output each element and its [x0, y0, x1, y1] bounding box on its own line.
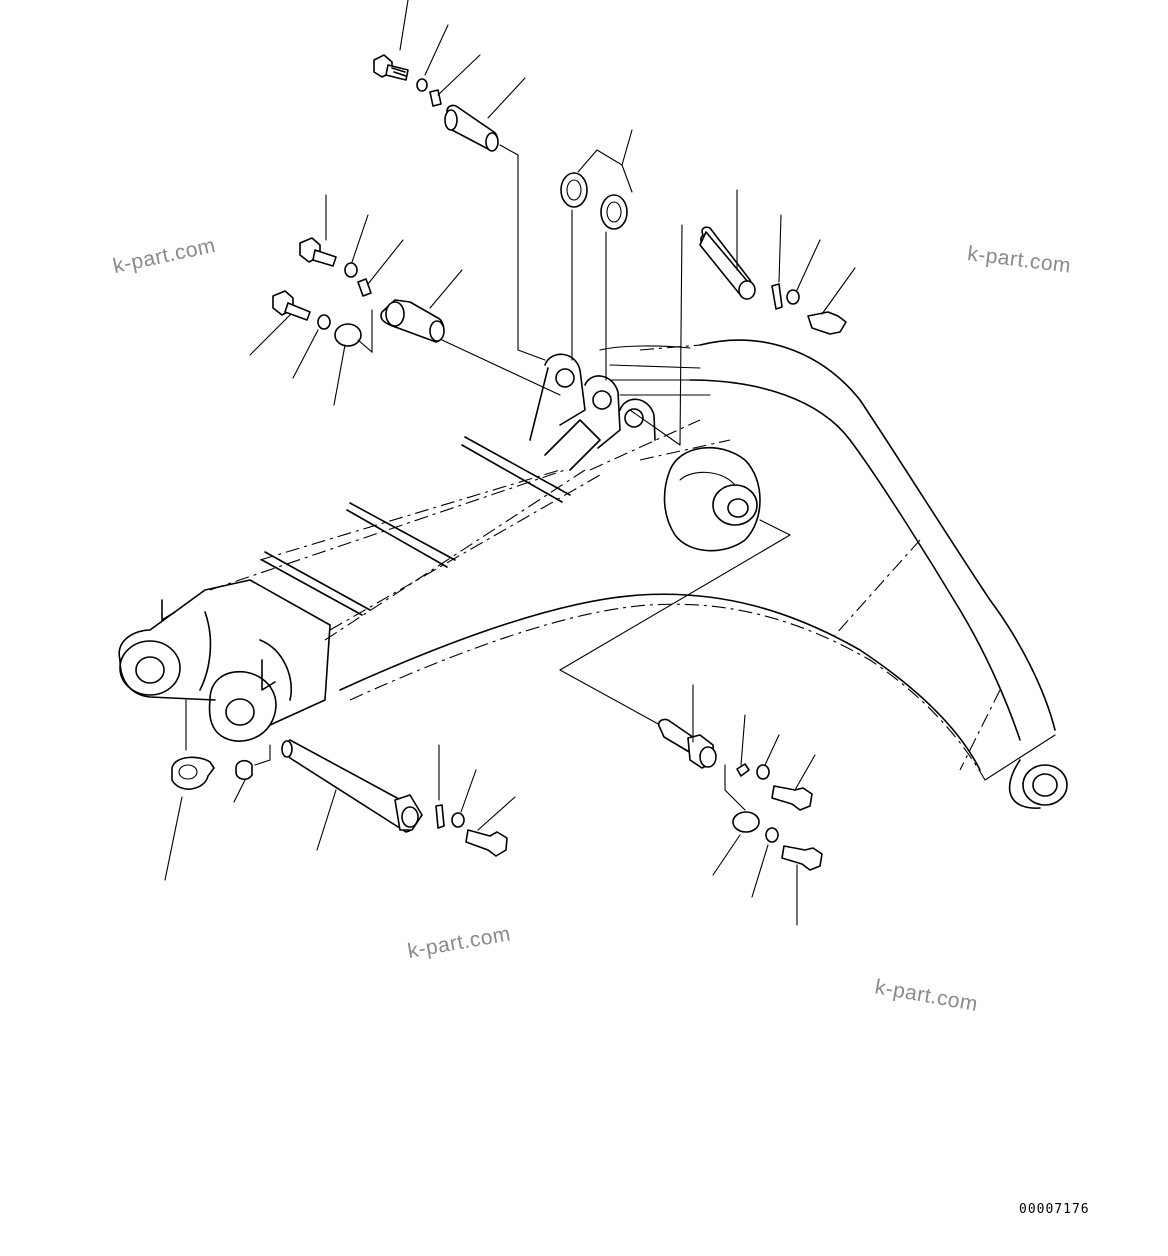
boom-bushing-hub	[559, 446, 791, 726]
figure-code: 00007176	[1019, 1202, 1090, 1217]
pin-group-right-upper	[629, 189, 856, 446]
pin-group-left-upper	[249, 194, 561, 406]
pin-group-top	[373, 0, 546, 361]
pin-group-lower-left	[164, 699, 516, 881]
pin-group-lower-right	[657, 684, 823, 926]
boom-assembly	[118, 339, 1068, 809]
shim-pair-top	[560, 129, 633, 381]
